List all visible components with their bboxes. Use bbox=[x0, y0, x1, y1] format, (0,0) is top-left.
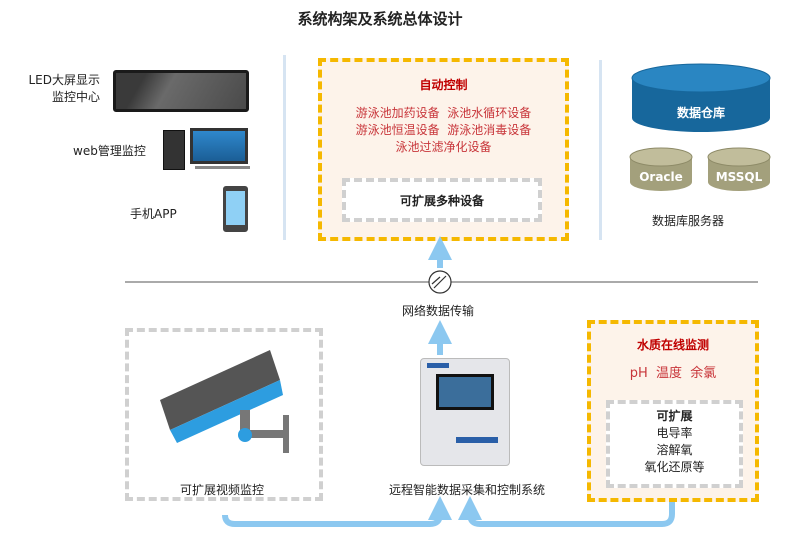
device-model-plate bbox=[456, 437, 498, 443]
device-screen bbox=[436, 374, 494, 410]
param-item: 氧化还原等 bbox=[644, 460, 705, 474]
mssql-db-icon bbox=[707, 147, 771, 191]
expandable-params-box: 可扩展 电导率 溶解氧 氧化还原等 bbox=[606, 400, 743, 488]
separator bbox=[283, 55, 286, 240]
controller-device-icon bbox=[420, 358, 510, 466]
led-screen-icon bbox=[113, 70, 249, 112]
monitor-icon bbox=[190, 128, 248, 164]
database-diagram bbox=[629, 63, 771, 191]
data-warehouse-icon bbox=[631, 63, 771, 132]
device-logo bbox=[427, 363, 449, 368]
phone-icon bbox=[223, 186, 248, 232]
device-line: 游泳池加药设备 泳池水循环设备 bbox=[355, 106, 532, 120]
param-item: 电导率 bbox=[656, 426, 693, 440]
db-server-label: 数据库服务器 bbox=[652, 214, 725, 228]
device-line: 游泳池恒温设备 游泳池消毒设备 bbox=[355, 123, 532, 137]
camera-icon bbox=[160, 350, 289, 453]
expandable-devices-box: 可扩展多种设备 bbox=[342, 178, 542, 222]
device-line: 泳池过滤净化设备 bbox=[395, 140, 492, 154]
app-label: 手机APP bbox=[130, 207, 177, 221]
param-item: 溶解氧 bbox=[656, 443, 693, 457]
oracle-label: Oracle bbox=[639, 170, 683, 184]
network-label: 网络数据传输 bbox=[402, 304, 475, 318]
oracle-db-icon bbox=[629, 147, 693, 191]
web-label: web管理监控 bbox=[73, 144, 146, 158]
water-params: pH 温度 余氯 bbox=[629, 366, 717, 381]
video-to-device-arrow bbox=[222, 496, 452, 527]
keyboard-icon bbox=[195, 166, 250, 169]
led-label-line: 监控中心 bbox=[51, 90, 100, 104]
device-label: 远程智能数据采集和控制系统 bbox=[389, 483, 546, 497]
expandable-title: 可扩展 bbox=[656, 409, 693, 423]
warehouse-label: 数据仓库 bbox=[676, 106, 725, 120]
water-quality-heading: 水质在线监测 bbox=[636, 338, 709, 352]
expandable-devices-label: 可扩展多种设备 bbox=[399, 193, 484, 208]
video-label: 可扩展视频监控 bbox=[180, 483, 265, 497]
mssql-label: MSSQL bbox=[715, 170, 763, 184]
page-title: 系统构架及系统总体设计 bbox=[297, 10, 463, 28]
auto-control-heading: 自动控制 bbox=[419, 78, 468, 92]
network-plug-icon bbox=[428, 270, 452, 294]
water-to-device-arrow bbox=[458, 496, 675, 527]
separator bbox=[599, 60, 602, 240]
led-label: LED大屏显示 监控中心 bbox=[22, 72, 100, 106]
pc-tower-icon bbox=[163, 130, 185, 170]
led-label-line: LED大屏显示 bbox=[28, 73, 100, 87]
